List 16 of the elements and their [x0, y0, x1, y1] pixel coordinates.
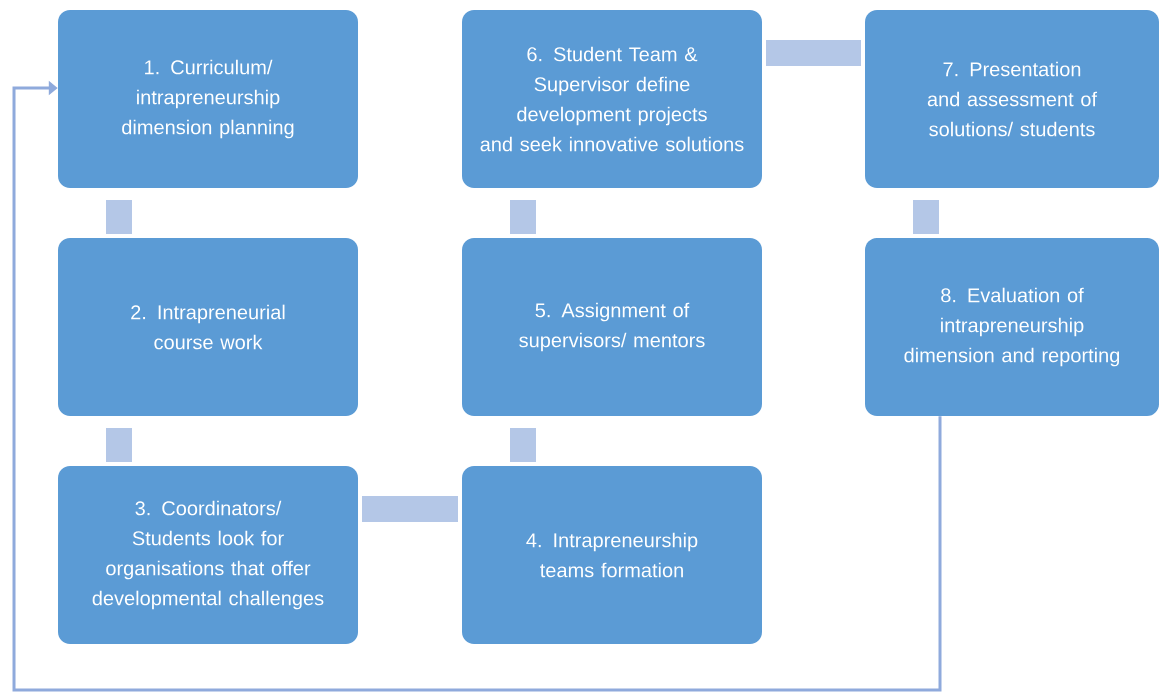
connector-bar: [510, 428, 536, 462]
process-box: 1. Curriculum/ intrapreneurship dimension planning: [58, 10, 358, 188]
connector-bar: [106, 428, 132, 462]
connector-bar: [362, 496, 458, 522]
process-box: 5. Assignment of supervisors/ mentors: [462, 238, 762, 416]
process-box: 4. Intrapreneurship teams formation: [462, 466, 762, 644]
connector-bar: [510, 200, 536, 234]
process-box: 6. Student Team & Supervisor define development projects and seek innovative solutions: [462, 10, 762, 188]
connector-bar: [766, 40, 861, 66]
connector-bar: [913, 200, 939, 234]
process-box: 7. Presentation and assessment of solutions/ students: [865, 10, 1159, 188]
connector-bar: [106, 200, 132, 234]
process-box: 2. Intrapreneurial course work: [58, 238, 358, 416]
process-box: 3. Coordinators/ Students look for organisations that offer developmental challenges: [58, 466, 358, 644]
process-box: 8. Evaluation of intrapreneurship dimension and reporting: [865, 238, 1159, 416]
feedback-arrow: [12, 80, 942, 692]
